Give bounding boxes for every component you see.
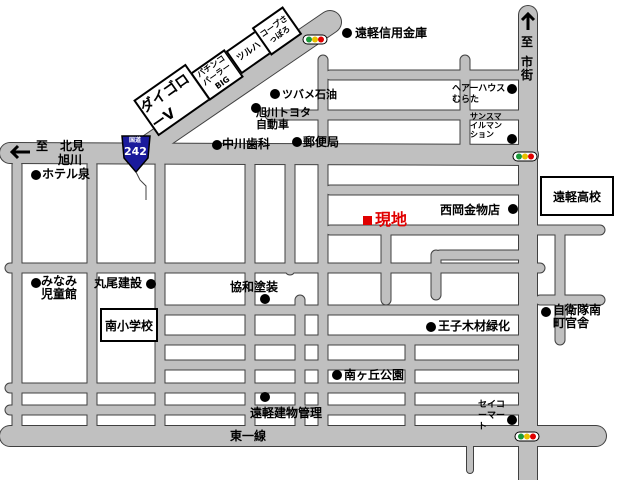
traffic-light-icon <box>512 151 538 162</box>
poi-dot-icon <box>342 28 352 38</box>
poi-engaru-building: 遠軽建物管理 <box>250 406 323 420</box>
poi-dot-icon <box>332 370 342 380</box>
poi-dot-icon <box>292 137 302 147</box>
road <box>129 11 341 163</box>
poi-toyota: 旭川トヨタ自動車 <box>256 106 311 131</box>
poi-dot-icon <box>146 279 156 289</box>
poi-sunsmile: サンスマイルマンション <box>470 112 502 139</box>
poi-shinkin: 遠軽信用金庫 <box>355 26 428 40</box>
traffic-light-icon <box>514 431 540 442</box>
poi-maruo: 丸尾建設 <box>94 276 143 290</box>
location-square-icon <box>363 216 372 225</box>
road <box>0 143 538 165</box>
poi-dot-icon <box>270 89 280 99</box>
road-name-higashi-ichisen: 東一線 <box>230 429 267 443</box>
poi-hair-house: ヘアーハウスむらた <box>452 84 506 105</box>
poi-kyowa: 協和塗装 <box>230 280 279 294</box>
direction-west-1: 至 北見 <box>36 139 85 153</box>
poi-dot-icon <box>31 170 41 180</box>
poi-dot-icon <box>508 204 518 214</box>
poi-dot-icon <box>507 134 517 144</box>
poi-tsubame: ツバメ石油 <box>282 88 337 101</box>
poi-seicomart: セイコーマート <box>478 400 506 432</box>
poi-dot-icon <box>541 307 551 317</box>
direction-north-2: 市街 <box>521 55 534 82</box>
direction-north-1: 至 <box>521 35 534 49</box>
poi-dot-icon <box>212 140 222 150</box>
direction-west-2: 旭川 <box>58 153 83 167</box>
poi-post-office: 郵便局 <box>303 135 340 149</box>
poi-hotel-izumi: ホテル泉 <box>42 167 91 181</box>
poi-dot-icon <box>507 415 517 425</box>
poi-oji: 王子木材緑化 <box>438 319 511 333</box>
west-arrow-icon <box>9 144 30 160</box>
poi-dot-icon <box>426 322 436 332</box>
north-arrow-icon <box>520 11 536 30</box>
current-location-marker: 現地 <box>363 206 407 230</box>
poi-dot-icon <box>260 392 270 402</box>
poi-dot-icon <box>251 103 261 113</box>
route-shield-number: 242 <box>124 145 147 158</box>
poi-minami-kids: みなみ児童館 <box>41 274 78 301</box>
current-location-label: 現地 <box>375 210 408 229</box>
poi-nishioka: 西岡金物店 <box>440 203 501 217</box>
poi-dot-icon <box>507 84 517 94</box>
poi-dot-icon <box>260 294 270 304</box>
poi-nakagawa: 中川歯科 <box>222 137 271 151</box>
poi-jieitai: 自衛隊南町官舎 <box>553 303 602 330</box>
building-engaru-high-school: 遠軽高校 <box>540 176 614 216</box>
poi-dot-icon <box>31 278 41 288</box>
route-shield-top: 国道 <box>129 137 142 144</box>
route-242-shield <box>121 135 151 200</box>
poi-park: 南ヶ丘公園 <box>344 368 405 382</box>
traffic-light-icon <box>302 34 328 45</box>
building-minami-elementary: 南小学校 <box>100 308 158 342</box>
